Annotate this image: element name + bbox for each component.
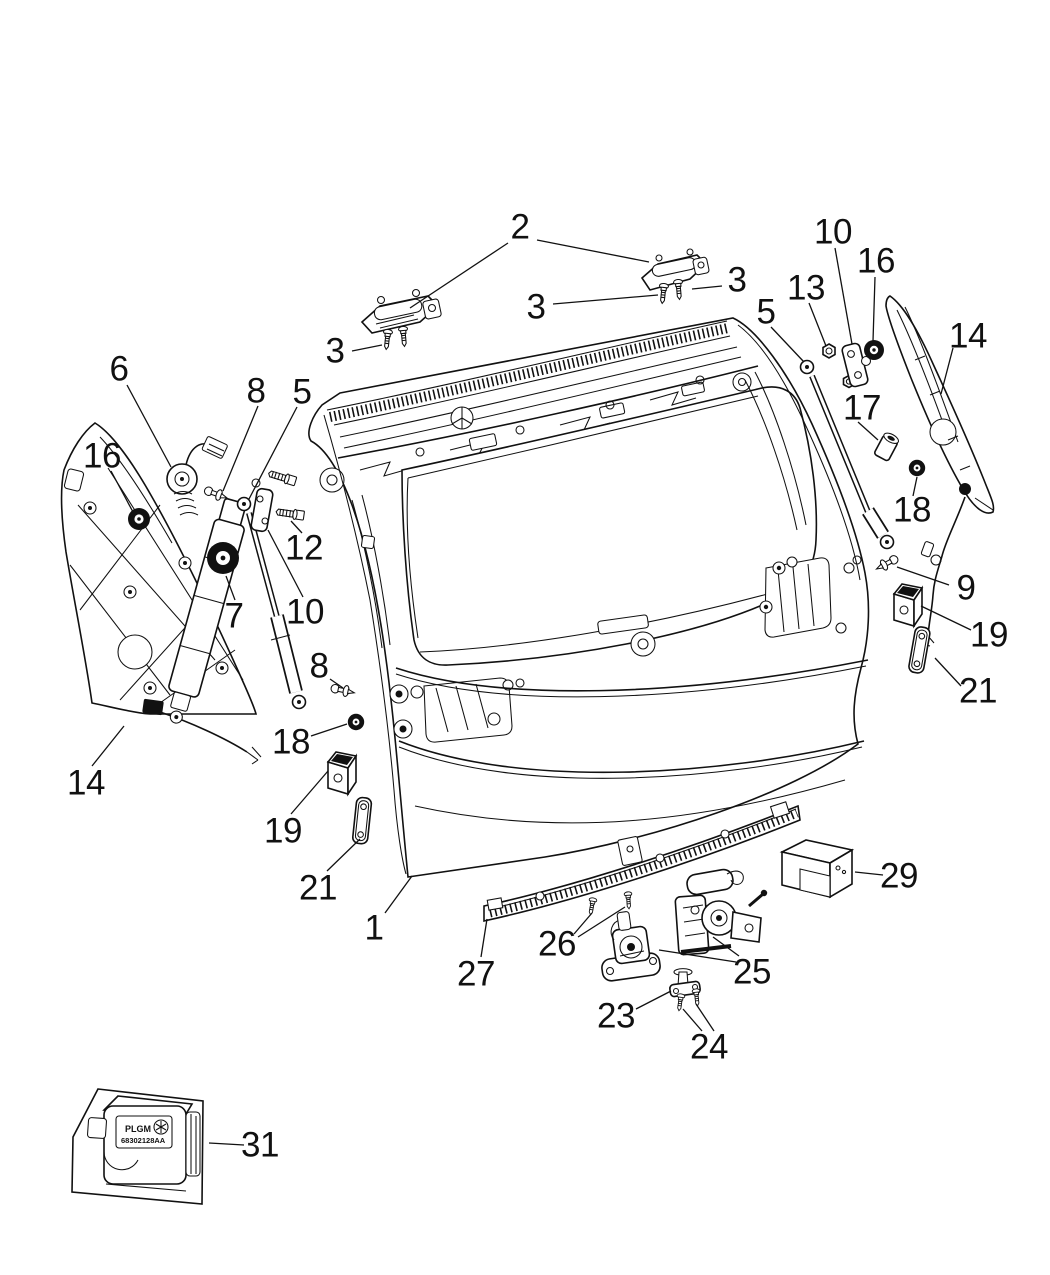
leader-line-hinges: [536, 239, 650, 263]
callout-17-bumper: 17: [843, 388, 881, 428]
callout-6-power-strut: 6: [109, 349, 129, 389]
strut-bracket-left-graphic: [250, 478, 274, 533]
callout-26-sill-screws: 26: [538, 924, 576, 964]
leader-line-hinge-screws-mid: [552, 294, 659, 305]
bumper-block-right-graphic: [892, 583, 924, 629]
leader-line-striker: [635, 990, 672, 1010]
leader-line-striker-screws: [682, 1008, 703, 1032]
strut-bracket-right-graphic: [841, 342, 872, 388]
latch-right-graphic: [674, 868, 768, 956]
leader-line-latches: [712, 936, 740, 957]
callout-2-hinges: 2: [510, 207, 530, 247]
grommet-left-graphic: [128, 508, 150, 530]
callout-31-power-liftgate-module: 31: [241, 1125, 279, 1165]
leader-line-hinge-screws-right: [691, 285, 723, 290]
leader-line-bolts: [290, 520, 303, 534]
leader-line-gas-strut-left: [248, 406, 298, 500]
latch-cover-graphic: [779, 839, 855, 899]
callout-16-grommet-right: 16: [857, 241, 895, 281]
callout-14-pillar-trim-left: 14: [67, 763, 105, 803]
leader-line-ball-stud-right: [896, 566, 950, 586]
leader-line-bumper-block-right: [920, 605, 972, 631]
leader-line-sill-screws: [573, 912, 593, 935]
callout-21-bracket-plate-left: 21: [299, 868, 337, 908]
latch-left-graphic: [601, 911, 661, 982]
callout-3-hinge-screws-mid: 3: [526, 287, 546, 327]
callout-21-bracket-plate-right: 21: [959, 671, 997, 711]
callout-10-strut-bracket-left: 10: [286, 592, 324, 632]
callout-5-gas-strut-right: 5: [756, 292, 776, 332]
leader-line-bracket-plate-right: [934, 657, 962, 687]
bumper-block-left-graphic: [326, 751, 358, 797]
leader-line-grommet-small-right: [912, 476, 918, 497]
leader-line-bumper-block-left: [290, 770, 329, 815]
leader-line-liftgate-panel: [384, 875, 413, 914]
callout-8-ball-stud-lower: 8: [309, 646, 329, 686]
callout-14-pillar-trim-right: 14: [949, 316, 987, 356]
leader-line-power-strut: [126, 384, 172, 468]
leader-line-hinge-screws-left: [351, 344, 383, 352]
callout-10-strut-bracket-right: 10: [814, 212, 852, 252]
grommet-large-graphic: [207, 542, 239, 574]
callout-13-nut: 13: [787, 268, 825, 308]
leader-line-grommet-right: [872, 276, 876, 342]
callout-23-striker: 23: [597, 996, 635, 1036]
leader-line-gas-strut-right: [770, 326, 805, 363]
leader-line-sill-applique: [480, 918, 488, 958]
callout-19-bumper-block-left: 19: [264, 811, 302, 851]
power-liftgate-module-graphic: PLGM 68302128AA: [71, 1088, 204, 1205]
callout-8-ball-stud-upper: 8: [246, 371, 266, 411]
callout-18-grommet-small-right: 18: [893, 490, 931, 530]
callout-24-striker-screws: 24: [690, 1027, 728, 1067]
callout-29-latch-cover: 29: [880, 856, 918, 896]
callout-9-ball-stud-right: 9: [956, 568, 976, 608]
leader-line-strut-bracket-right: [834, 247, 853, 345]
hinge-left-graphic: [360, 288, 442, 334]
leader-line-hinges: [409, 242, 509, 309]
sill-applique-graphic: [483, 801, 801, 922]
callout-25-latches: 25: [733, 952, 771, 992]
callout-16-grommet-left: 16: [83, 436, 121, 476]
callout-1-liftgate-panel: 1: [364, 908, 384, 948]
leader-line-ball-stud-upper: [222, 405, 259, 492]
leader-line-striker-screws: [695, 1003, 715, 1032]
leader-line-grommet-small-left: [310, 723, 348, 737]
callout-7-grommet-large: 7: [224, 596, 244, 636]
leader-line-grommet-left: [110, 470, 134, 513]
callout-18-grommet-small-left: 18: [272, 722, 310, 762]
leader-line-strut-bracket-left: [267, 529, 304, 598]
gas-strut-right-graphic: [799, 359, 895, 550]
hinge-right-graphic: [640, 248, 710, 291]
bracket-plate-left-graphic: [351, 796, 373, 845]
leader-line-ball-stud-lower: [329, 678, 344, 689]
leader-line-nut: [808, 302, 827, 347]
leader-line-pillar-trim-right: [940, 347, 954, 395]
callout-3-hinge-screws-right: 3: [727, 260, 747, 300]
pillar-trim-right-graphic: [885, 295, 995, 647]
leader-line-power-liftgate-module: [208, 1142, 245, 1146]
leader-line-pillar-trim-left: [91, 725, 125, 767]
liftgate-panel-graphic: [308, 317, 870, 878]
callout-12-bolts: 12: [285, 528, 323, 568]
leader-line-bumper: [857, 421, 879, 441]
module-text-line2: 68302128AA: [121, 1136, 166, 1145]
gas-strut-left-graphic: [236, 496, 307, 710]
module-text-line1: PLGM: [125, 1124, 151, 1134]
leader-line-latches: [658, 949, 737, 963]
bracket-plate-right-graphic: [908, 626, 931, 674]
leader-line-bracket-plate-left: [326, 838, 361, 872]
bumper-graphic: [874, 432, 899, 462]
callout-19-bumper-block-right: 19: [970, 615, 1008, 655]
leader-line-latch-cover: [854, 871, 884, 876]
callout-3-hinge-screws-left: 3: [325, 331, 345, 371]
callout-27-sill-applique: 27: [457, 954, 495, 994]
leader-line-sill-screws: [577, 906, 626, 938]
leader-line-grommet-large: [225, 575, 236, 601]
callout-5-gas-strut-left: 5: [292, 372, 312, 412]
